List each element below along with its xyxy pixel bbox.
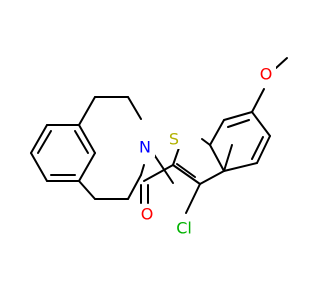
bond: [227, 119, 250, 128]
bond: [223, 111, 253, 121]
bond: [30, 124, 48, 154]
bond: [152, 152, 174, 184]
bond: [209, 119, 225, 146]
carbonyl-oxygen-label: O: [141, 205, 154, 224]
bond: [140, 164, 145, 176]
bond: [223, 162, 258, 172]
molecule-canvas: O S N O Cl: [30, 57, 288, 239]
bond: [143, 164, 174, 182]
bond: [78, 96, 96, 126]
bond: [209, 144, 225, 172]
bond: [127, 174, 142, 200]
amide-nitrogen-label: N: [139, 138, 151, 157]
bond: [185, 183, 201, 214]
methoxy-oxygen-label: O: [260, 65, 273, 84]
bond: [201, 138, 211, 146]
atom-labels: O S N O Cl: [135, 64, 276, 239]
bond: [199, 170, 225, 185]
bond: [275, 57, 288, 69]
bond: [37, 130, 52, 154]
bond: [74, 130, 89, 154]
bond: [256, 135, 271, 164]
sulfur-label: S: [169, 130, 179, 149]
bond: [78, 180, 96, 200]
bond: [172, 164, 201, 185]
molecule-structure: O S N O Cl: [30, 57, 288, 239]
chlorine-label: Cl: [176, 219, 192, 238]
bond: [127, 96, 142, 120]
bond: [251, 111, 271, 137]
bond: [78, 124, 96, 154]
bond: [251, 136, 264, 160]
bond: [30, 152, 48, 182]
bonds: [30, 57, 288, 214]
bond: [176, 163, 196, 178]
bond: [223, 144, 233, 172]
bond: [251, 88, 265, 113]
bond: [78, 152, 96, 182]
